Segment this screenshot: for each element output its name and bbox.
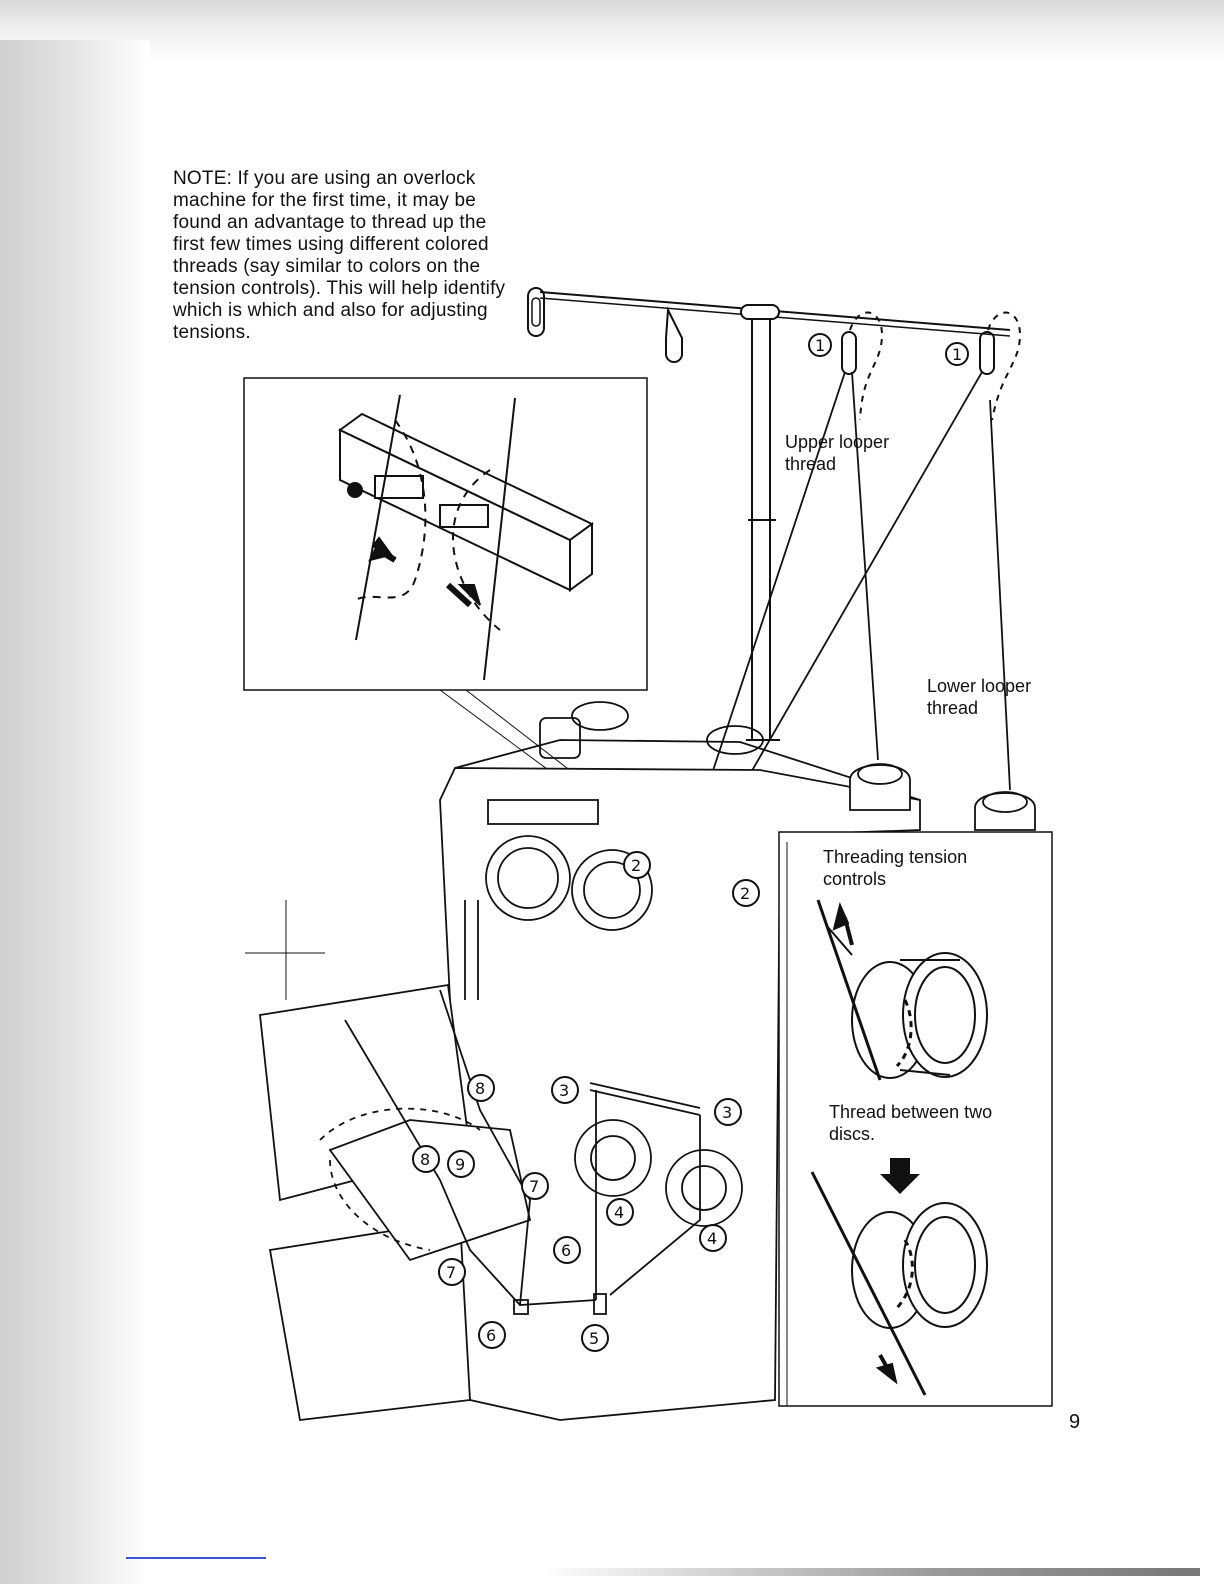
callout-9: 9 bbox=[447, 1150, 475, 1178]
callout-4-left: 4 bbox=[606, 1198, 634, 1226]
thread-between-discs-label: Thread between two discs. bbox=[829, 1102, 993, 1144]
guide-number-1-left: 1 bbox=[808, 333, 832, 357]
callout-4-right: 4 bbox=[699, 1224, 727, 1252]
callout-2-right: 2 bbox=[732, 879, 760, 907]
svg-text:2: 2 bbox=[740, 884, 750, 903]
svg-text:8: 8 bbox=[475, 1079, 485, 1098]
guide-number-1-right: 1 bbox=[945, 342, 969, 366]
callout-2-left: 2 bbox=[623, 851, 651, 879]
svg-text:3: 3 bbox=[722, 1103, 732, 1122]
inset-tension-controls bbox=[778, 831, 1053, 1407]
svg-text:7: 7 bbox=[529, 1177, 539, 1196]
registration-mark bbox=[245, 900, 325, 1000]
inset-thread-guide bbox=[243, 377, 661, 846]
callout-5: 5 bbox=[581, 1324, 609, 1352]
callout-6-upper: 6 bbox=[553, 1236, 581, 1264]
svg-text:2: 2 bbox=[631, 856, 641, 875]
callout-3-left: 3 bbox=[551, 1076, 579, 1104]
svg-text:1: 1 bbox=[815, 336, 825, 355]
lower-looper-thread-label: Lower looper thread bbox=[927, 676, 1032, 718]
svg-text:4: 4 bbox=[614, 1203, 624, 1222]
scan-link-underline bbox=[126, 1557, 266, 1559]
upper-looper-thread-label: Upper looper thread bbox=[785, 432, 890, 474]
callout-3-right: 3 bbox=[714, 1098, 742, 1126]
svg-text:1: 1 bbox=[952, 345, 962, 364]
scan-shadow-left bbox=[0, 40, 150, 1584]
svg-text:5: 5 bbox=[589, 1329, 599, 1348]
callout-8-lower: 8 bbox=[412, 1145, 440, 1173]
svg-text:4: 4 bbox=[707, 1229, 717, 1248]
scan-shadow-top bbox=[0, 0, 1224, 62]
threading-tension-controls-label: Threading tension controls bbox=[823, 847, 968, 889]
threading-note: NOTE: If you are using an overlock machi… bbox=[173, 168, 506, 343]
svg-text:7: 7 bbox=[446, 1263, 456, 1282]
svg-text:9: 9 bbox=[455, 1155, 465, 1174]
svg-text:6: 6 bbox=[561, 1241, 571, 1260]
svg-text:8: 8 bbox=[420, 1150, 430, 1169]
callout-6-lower: 6 bbox=[478, 1321, 506, 1349]
callout-7-upper: 7 bbox=[521, 1172, 549, 1200]
svg-text:3: 3 bbox=[559, 1081, 569, 1100]
page-number: 9 bbox=[1069, 1411, 1081, 1433]
callout-7-lower: 7 bbox=[438, 1258, 466, 1286]
svg-text:6: 6 bbox=[486, 1326, 496, 1345]
scan-shadow-bottom bbox=[540, 1568, 1200, 1576]
thread-stand bbox=[527, 287, 1021, 741]
callout-8-upper: 8 bbox=[467, 1074, 495, 1102]
